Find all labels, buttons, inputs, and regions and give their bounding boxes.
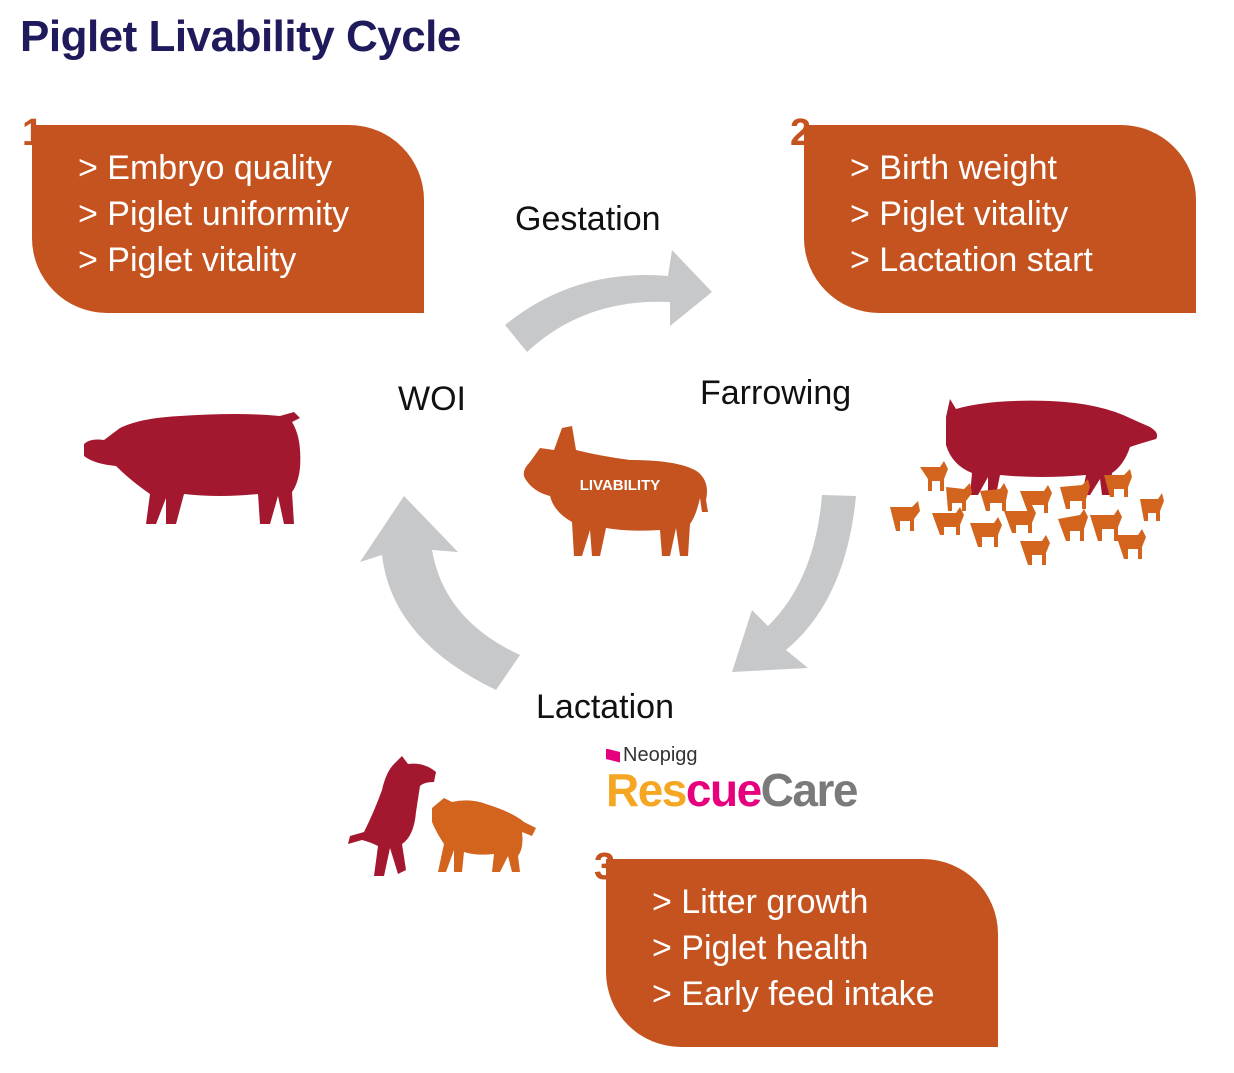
stage-label-gestation: Gestation	[515, 200, 661, 238]
farrowing-arrow-icon	[732, 495, 856, 672]
info-box-3: > Litter growth > Piglet health > Early …	[606, 859, 998, 1047]
neopigg-logo-icon	[606, 748, 620, 763]
neopigg-rescuecare-logo: Neopigg RescueCare	[606, 744, 859, 817]
stage-label-lactation: Lactation	[536, 688, 674, 726]
brand-company: Neopigg	[623, 744, 698, 766]
livability-label: LIVABILITY	[580, 477, 661, 494]
box3-item: > Piglet health	[652, 929, 869, 967]
piglets-playing-icon	[348, 756, 536, 876]
livability-pig-icon: LIVABILITY	[523, 426, 708, 556]
box2-item: > Lactation start	[850, 241, 1093, 279]
stage-label-woi: WOI	[398, 380, 466, 418]
gestation-arrow-icon	[505, 250, 712, 352]
stage-label-farrowing: Farrowing	[700, 374, 852, 412]
box1-item: > Embryo quality	[78, 149, 333, 187]
lactation-arrow-icon	[360, 496, 520, 690]
brand-product-part3: Care	[760, 764, 859, 816]
brand-product-part2: cue	[685, 764, 762, 816]
box1-item: > Piglet uniformity	[78, 195, 350, 233]
box3-item: > Early feed intake	[652, 975, 935, 1013]
box2-item: > Piglet vitality	[850, 195, 1069, 233]
info-box-1: > Embryo quality > Piglet uniformity > P…	[32, 125, 424, 313]
box3-item: > Litter growth	[652, 883, 869, 921]
box1-item: > Piglet vitality	[78, 241, 297, 279]
box2-item: > Birth weight	[850, 149, 1057, 187]
sow-with-piglets-icon	[890, 399, 1164, 565]
brand-product-part1: Res	[606, 764, 687, 816]
info-box-2: > Birth weight > Piglet vitality > Lacta…	[804, 125, 1196, 313]
page-title: Piglet Livability Cycle	[20, 12, 461, 61]
sow-silhouette-icon	[84, 412, 301, 524]
